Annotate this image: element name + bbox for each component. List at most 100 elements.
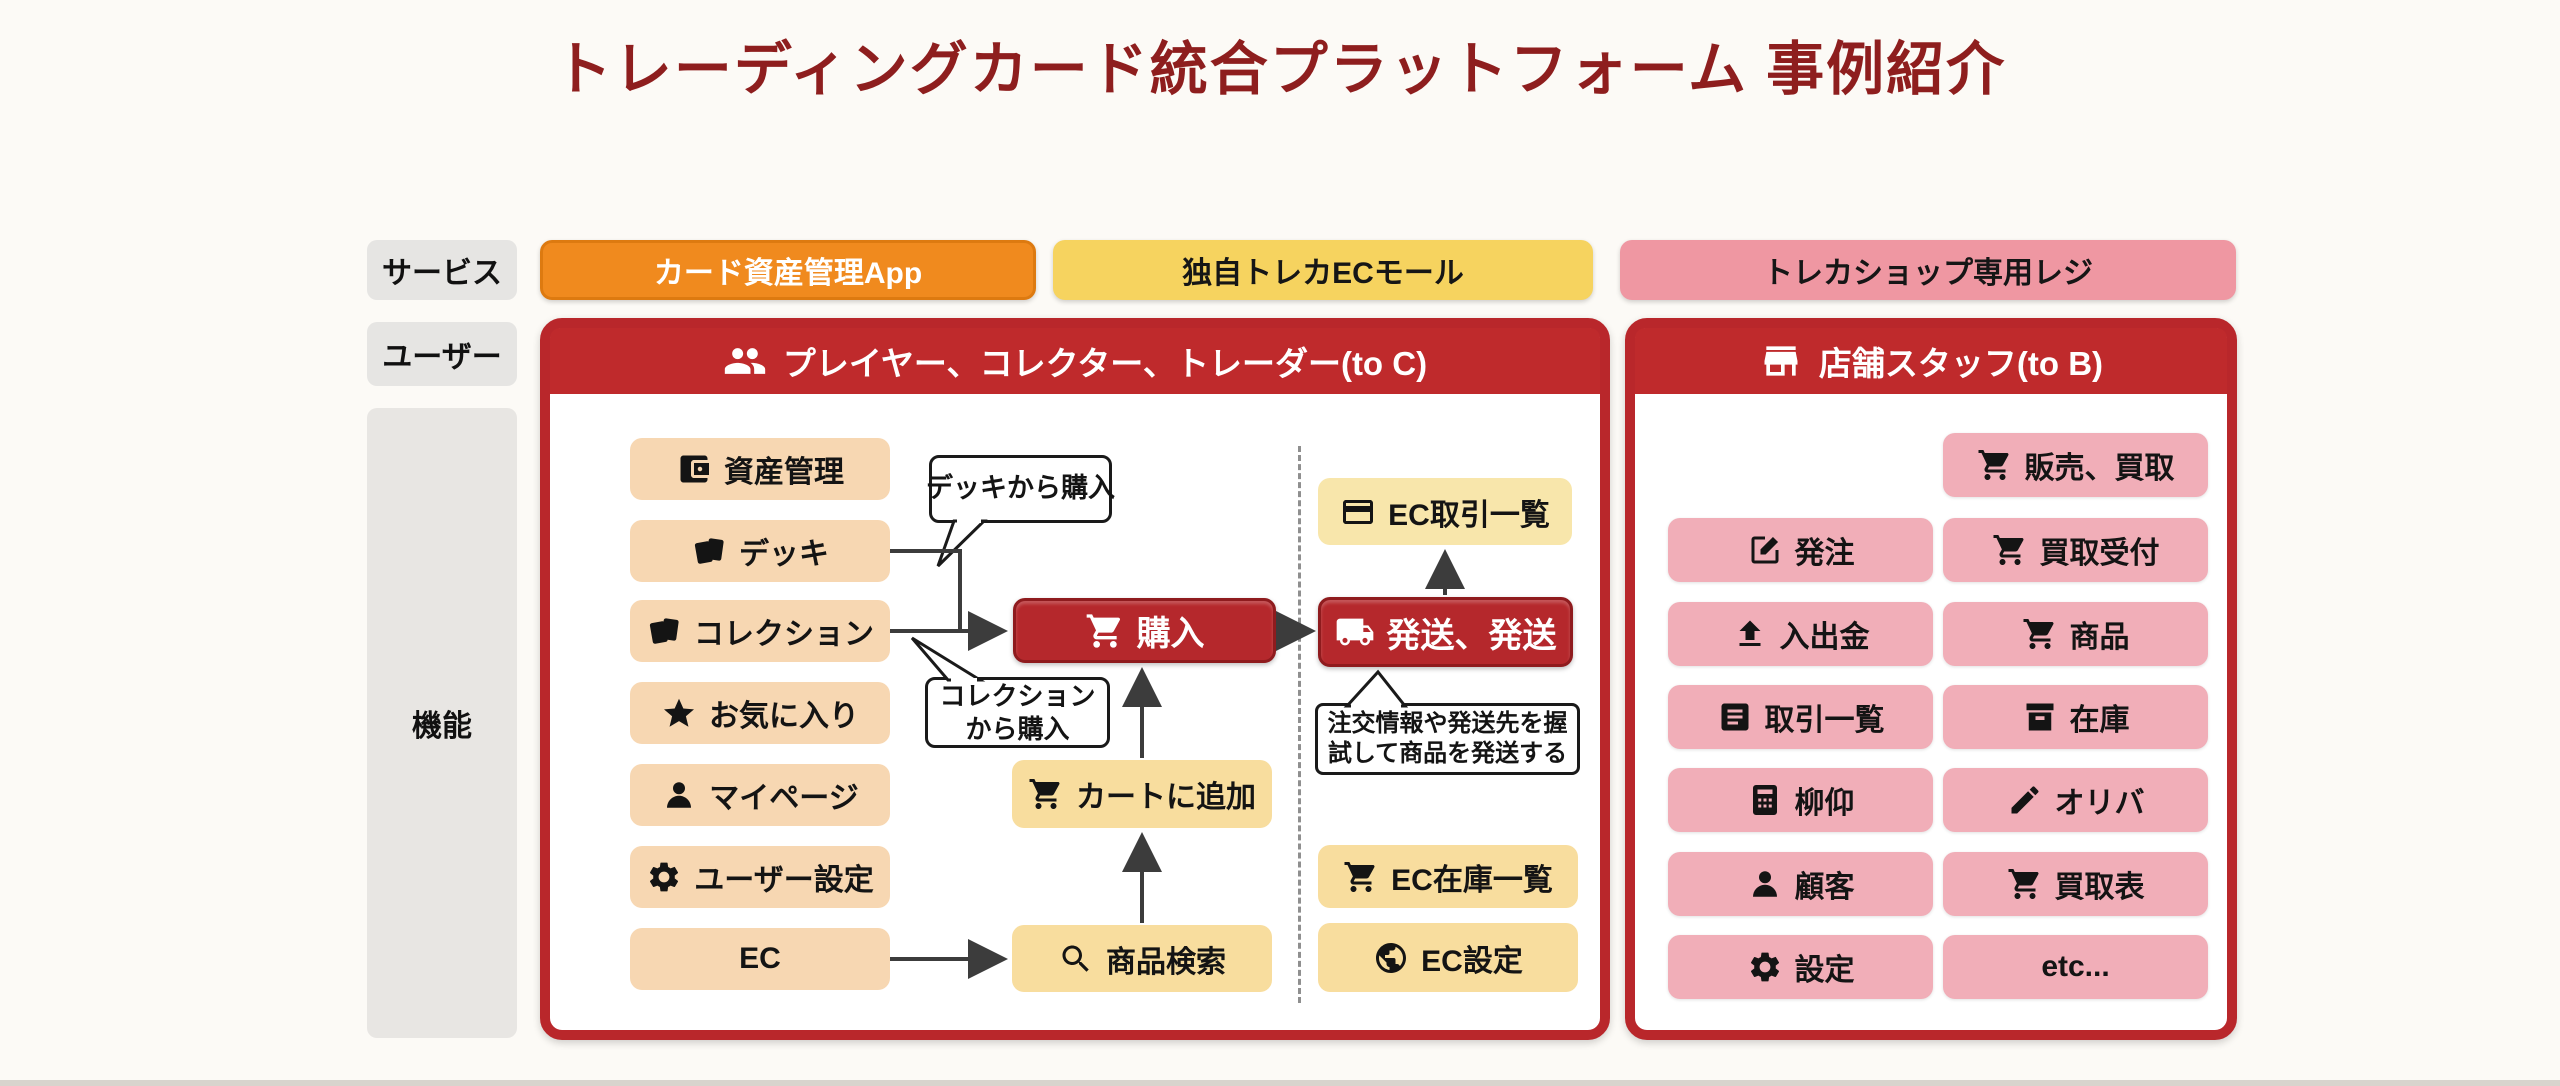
tob-label: 在庫 <box>2069 704 2130 737</box>
to-b-header-label: 店舗スタッフ(to B) <box>1818 345 2104 382</box>
box-icon <box>2022 699 2058 735</box>
service-ec-mall: 独自トレカECモール <box>1053 240 1593 300</box>
wallet-icon <box>676 451 712 487</box>
people-icon <box>723 339 767 383</box>
search-icon <box>1058 941 1094 977</box>
feature-label: 資産管理 <box>724 456 844 489</box>
cart-icon <box>2007 866 2043 902</box>
feature-favorites: お気に入り <box>630 682 890 744</box>
tob-label: オリバ <box>2054 787 2145 820</box>
bubble-buy-from-deck: デッキから購入 <box>926 455 1115 523</box>
cart-icon <box>1992 532 2028 568</box>
product-search-label: 商品検索 <box>1106 945 1226 979</box>
to-c-header: プレイヤー、コレクター、トレーダー(to C) <box>550 328 1600 394</box>
tob-label: 入出金 <box>1779 621 1870 654</box>
purchase-label: 購入 <box>1136 615 1205 653</box>
feature-label: お気に入り <box>709 700 859 733</box>
tob-transaction-list: 取引一覧 <box>1668 685 1933 749</box>
tob-label: etc... <box>2041 950 2110 983</box>
row-label-user: ユーザー <box>367 322 517 386</box>
tob-etc: etc... <box>1943 935 2208 999</box>
feature-ec: EC <box>630 928 890 990</box>
ec-settings-label: EC設定 <box>1421 944 1523 978</box>
star-icon <box>661 695 697 731</box>
tob-settings: 設定 <box>1668 935 1933 999</box>
tob-label: 買取表 <box>2054 871 2145 904</box>
to-b-panel: 店舗スタッフ(to B) 販売、買取 発注 買取受付 入出金 商品 取引一覧 <box>1625 318 2237 1040</box>
flow-divider <box>1298 446 1301 1003</box>
cards-icon <box>691 533 727 569</box>
feature-asset-management: 資産管理 <box>630 438 890 500</box>
tob-label: 取引一覧 <box>1764 704 1885 737</box>
tob-label: 商品 <box>2069 621 2130 654</box>
shipping-note-line2: 試して商品を発送する <box>1327 740 1568 767</box>
calculator-icon <box>1747 782 1783 818</box>
tob-stock: 在庫 <box>1943 685 2208 749</box>
ec-settings-node: EC設定 <box>1318 923 1578 992</box>
cards-icon <box>646 613 682 649</box>
service-asset-app: カード資産管理App <box>540 240 1036 300</box>
shipping-note-line1: 注交情報や発送先を握 <box>1327 710 1568 737</box>
to-b-header: 店舗スタッフ(to B) <box>1635 328 2227 394</box>
list-icon <box>1717 699 1753 735</box>
add-to-cart-node: カートに追加 <box>1012 760 1272 828</box>
tob-order: 発注 <box>1668 518 1933 582</box>
row-label-service: サービス <box>367 240 517 300</box>
tob-stocktaking: 柳仰 <box>1668 768 1933 832</box>
person-icon <box>1747 866 1783 902</box>
tob-label: 柳仰 <box>1794 787 1855 820</box>
truck-icon <box>1335 612 1375 652</box>
gear-icon <box>646 859 682 895</box>
tob-buy-price-list: 買取表 <box>1943 852 2208 916</box>
gear-icon <box>1747 949 1783 985</box>
feature-user-settings: ユーザー設定 <box>630 846 890 908</box>
bubble-text-line2: から購入 <box>965 713 1070 744</box>
shipping-note: 注交情報や発送先を握 試して商品を発送する <box>1315 703 1580 775</box>
tob-customers: 顧客 <box>1668 852 1933 916</box>
globe-icon <box>1373 940 1409 976</box>
purchase-node: 購入 <box>1013 598 1276 663</box>
tob-label: 設定 <box>1794 954 1855 987</box>
tob-products: 商品 <box>1943 602 2208 666</box>
shipping-node: 発送、発送 <box>1318 597 1573 667</box>
tob-label: 買取受付 <box>2039 537 2160 570</box>
ec-transactions-node: EC取引一覧 <box>1318 478 1572 545</box>
shipping-label: 発送、発送 <box>1386 616 1557 655</box>
edit-icon <box>1747 532 1783 568</box>
cart-icon <box>2022 616 2058 652</box>
tob-sell-buy: 販売、買取 <box>1943 433 2208 497</box>
bubble-text-line1: コレクション <box>939 681 1096 711</box>
feature-label: ユーザー設定 <box>694 864 874 897</box>
page-title: トレーディングカード統合プラットフォーム 事例紹介 <box>553 37 2007 102</box>
add-to-cart-label: カートに追加 <box>1076 781 1256 814</box>
credit-card-icon <box>1340 494 1376 530</box>
tob-label: 販売、買取 <box>2024 452 2175 485</box>
feature-label: コレクション <box>694 618 874 651</box>
tob-oripa: オリバ <box>1943 768 2208 832</box>
cart-icon <box>1343 859 1379 895</box>
feature-deck: デッキ <box>630 520 890 582</box>
tob-buy-reception: 買取受付 <box>1943 518 2208 582</box>
cart-icon <box>1028 776 1064 812</box>
cart-icon <box>1085 611 1125 651</box>
bubble-buy-from-collection: コレクション から購入 <box>925 677 1110 748</box>
store-icon <box>1759 339 1803 383</box>
row-label-feature: 機能 <box>367 408 517 1038</box>
ec-stock-node: EC在庫一覧 <box>1318 845 1578 908</box>
feature-my-page: マイページ <box>630 764 890 826</box>
tob-deposit-withdrawal: 入出金 <box>1668 602 1933 666</box>
ec-stock-label: EC在庫一覧 <box>1391 863 1553 897</box>
product-search-node: 商品検索 <box>1012 925 1272 992</box>
feature-label: EC <box>739 942 781 975</box>
to-c-panel: プレイヤー、コレクター、トレーダー(to C) 資産管理 デッキ コレクション … <box>540 318 1610 1040</box>
ec-transactions-label: EC取引一覧 <box>1388 498 1550 532</box>
upload-icon <box>1732 616 1768 652</box>
tob-label: 発注 <box>1794 537 1855 570</box>
person-icon <box>661 777 697 813</box>
to-c-header-label: プレイヤー、コレクター、トレーダー(to C) <box>782 345 1428 382</box>
cart-icon <box>1977 447 2013 483</box>
pen-icon <box>2007 782 2043 818</box>
tob-label: 顧客 <box>1794 871 1855 904</box>
feature-label: マイページ <box>709 782 859 815</box>
